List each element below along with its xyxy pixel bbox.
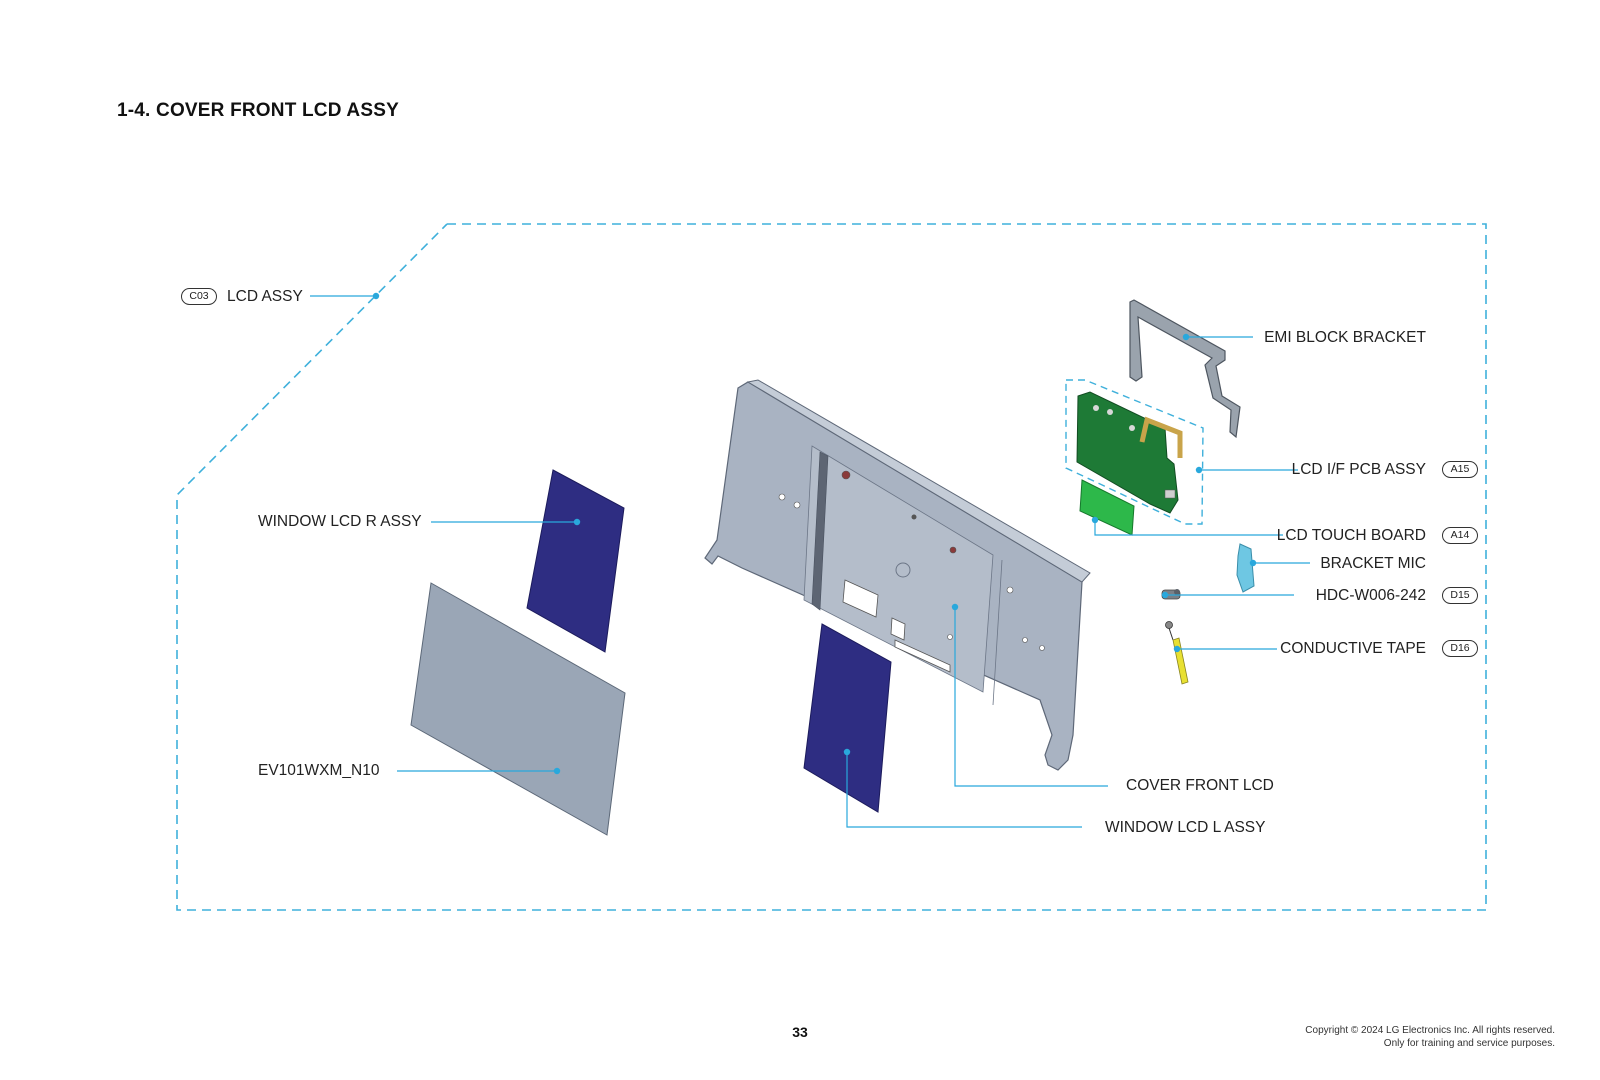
leader-lines xyxy=(310,295,1310,828)
copyright-notice: Copyright © 2024 LG Electronics Inc. All… xyxy=(1305,1024,1555,1050)
cover-front-lcd-part xyxy=(704,379,1091,771)
label-lcd-touch-board: LCD TOUCH BOARD xyxy=(1276,527,1426,544)
label-ev101wxm-n10: EV101WXM_N10 xyxy=(258,762,380,779)
leader-dots xyxy=(372,292,1257,775)
part-code-badge-a14: A14 xyxy=(1442,527,1478,544)
part-code-badge-c03: C03 xyxy=(181,288,217,305)
copyright-line-1: Copyright © 2024 LG Electronics Inc. All… xyxy=(1305,1025,1555,1036)
page-title: 1-4. COVER FRONT LCD ASSY xyxy=(117,100,399,121)
window-lcd-l-part xyxy=(803,623,892,813)
label-lcd-if-pcb-assy: LCD I/F PCB ASSY xyxy=(1291,461,1426,478)
leader-cover-front-lcd xyxy=(954,607,1108,787)
page-number: 33 xyxy=(792,1024,808,1040)
part-code-badge-a15: A15 xyxy=(1442,461,1478,478)
label-conductive-tape: CONDUCTIVE TAPE xyxy=(1280,640,1426,657)
label-cover-front-lcd: COVER FRONT LCD xyxy=(1126,777,1274,794)
leader-window-lcd-l xyxy=(846,752,1082,828)
bracket-mic-part xyxy=(1236,543,1255,593)
leader-lcd-touch-board xyxy=(1094,520,1283,536)
emi-block-bracket-part xyxy=(1129,299,1241,439)
label-lcd-assy: LCD ASSY xyxy=(227,288,303,305)
label-bracket-mic: BRACKET MIC xyxy=(1320,555,1426,572)
lcd-assy-boundary xyxy=(176,223,1487,911)
part-code-badge-d15: D15 xyxy=(1442,587,1478,604)
lcd-if-pcb-part xyxy=(1076,391,1183,514)
lcd-if-pcb-boundary xyxy=(1065,379,1204,525)
lcd-panel-part xyxy=(410,582,626,836)
label-window-lcd-r-assy: WINDOW LCD R ASSY xyxy=(258,513,422,530)
label-emi-block-bracket: EMI BLOCK BRACKET xyxy=(1264,329,1426,346)
copyright-line-2: Only for training and service purposes. xyxy=(1383,1038,1555,1049)
label-hdc-w006-242: HDC-W006-242 xyxy=(1315,587,1426,604)
label-window-lcd-l-assy: WINDOW LCD L ASSY xyxy=(1105,819,1266,836)
window-lcd-r-part xyxy=(526,469,625,653)
conductive-tape-part xyxy=(1165,621,1189,685)
part-code-badge-d16: D16 xyxy=(1442,640,1478,657)
